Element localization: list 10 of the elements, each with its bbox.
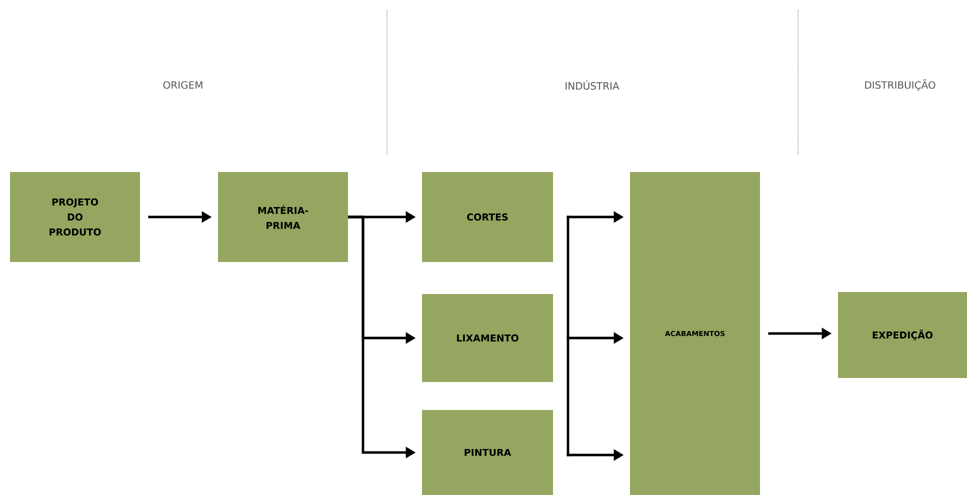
process-box: PROJETO DO PRODUTO — [10, 172, 140, 262]
process-box: LIXAMENTO — [422, 294, 553, 382]
process-box: CORTES — [422, 172, 553, 262]
connector-line — [566, 216, 570, 456]
process-box: EXPEDIÇÃO — [838, 292, 967, 378]
section-label: INDÚSTRIA — [566, 80, 620, 90]
process-box: MATÉRIA-PRIMA — [218, 172, 348, 262]
section-label: DISTRIBUIÇÃO — [865, 79, 936, 91]
section-label: ORIGEM — [163, 81, 202, 89]
process-box: PINTURA — [422, 410, 553, 495]
